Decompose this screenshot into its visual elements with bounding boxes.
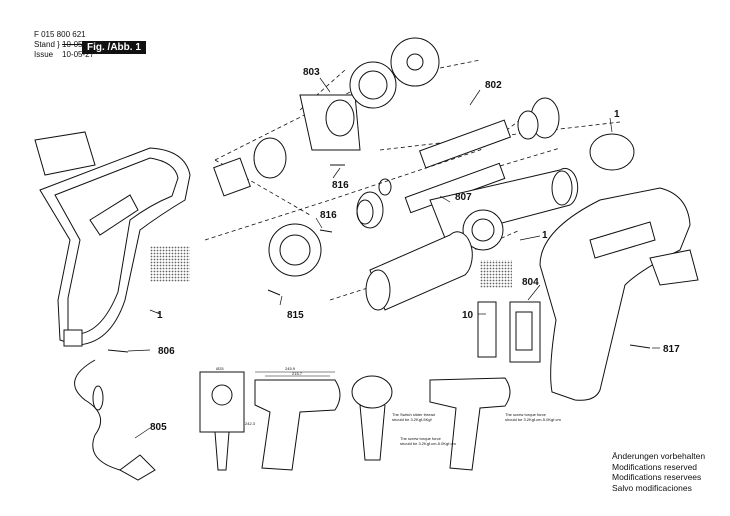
document-header: F 015 800 621 Stand } 10-05-19 Issue 10-… [34, 30, 94, 60]
modification-notice: Änderungen vorbehalten Modifications res… [612, 451, 705, 493]
notice-en: Modifications reserved [612, 461, 698, 472]
callout-803: 803 [303, 67, 320, 78]
doc-number: F 015 800 621 [34, 30, 86, 39]
notice-fr: Modifications reservees [612, 472, 702, 482]
left-housing [39, 147, 191, 347]
torque-note-2a: The screw torque force [505, 412, 547, 417]
stand-line: Stand } 10-05-19 [34, 40, 95, 49]
leader-lines [127, 77, 660, 439]
torque-note-1a: The Switch slider thread [392, 412, 435, 417]
rear-plate [268, 223, 322, 277]
callout-806: 806 [158, 346, 175, 357]
callout-1-center: 1 [542, 230, 548, 241]
notice-es: Salvo modificaciones [612, 482, 692, 493]
callout-10: 10 [462, 310, 474, 321]
dimension-3: 242.3 [245, 421, 256, 426]
callout-1-left: 1 [157, 310, 163, 321]
issue-date: 10-05-27 [62, 50, 95, 59]
right-housing [539, 133, 699, 401]
callout-1-right-top: 1 [614, 109, 620, 120]
torque-note-2b: should be 3.2Kgf.cm-5.0Kgf.cm [505, 417, 561, 422]
switch-parts [477, 301, 541, 363]
coil-springs [356, 178, 392, 229]
stand-date: 10-05-19 [62, 40, 95, 49]
motor-fan-assembly [213, 37, 440, 197]
figure-label: Fig. /Abb. 1 [82, 41, 146, 54]
dimension-2: 215.7 [292, 371, 303, 376]
notice-de: Änderungen vorbehalten [612, 451, 706, 461]
technical-views [199, 371, 511, 471]
dimension-4: Ø25 [216, 366, 224, 371]
callout-816-upper: 816 [332, 180, 349, 191]
screws [107, 164, 651, 353]
callout-802: 802 [485, 80, 502, 91]
nozzle-tag-left [34, 131, 96, 176]
callout-815: 815 [287, 310, 304, 321]
stand-label: Stand [34, 40, 55, 49]
callout-807: 807 [455, 192, 472, 203]
callout-817: 817 [663, 344, 680, 355]
hatched-area-center [480, 260, 512, 288]
issue-line: Issue 10-05-27 [34, 50, 94, 60]
torque-note-3a: The screw torque force [400, 436, 442, 441]
callout-804: 804 [522, 277, 539, 288]
power-cord [74, 359, 156, 481]
nozzle-tube [365, 167, 579, 311]
callout-805: 805 [150, 422, 167, 433]
dimension-1: 245.9 [285, 366, 296, 371]
torque-note-3b: should be 3.2Kgf.cm-5.0Kgf.cm [400, 441, 456, 446]
hatched-area-left [150, 246, 190, 282]
callout-816-lower: 816 [320, 210, 337, 221]
torque-note-1b: should be 3.2Kgf-5Kgf [392, 417, 432, 422]
issue-label: Issue [34, 50, 54, 59]
